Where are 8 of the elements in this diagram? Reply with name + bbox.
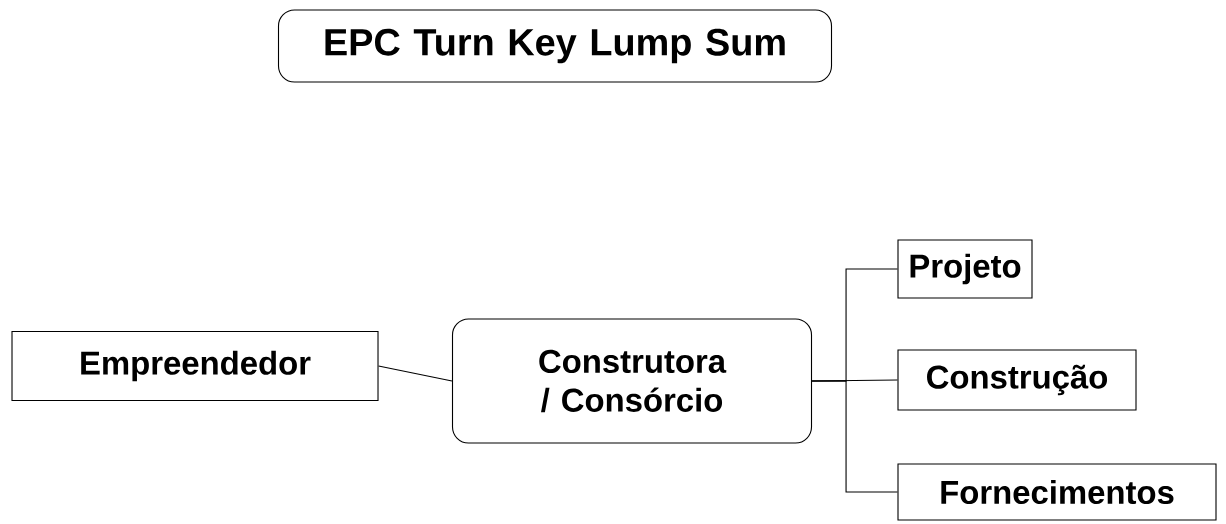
title-box: EPC Turn Key Lump Sum <box>277 9 833 83</box>
process-box: Empreendedor <box>11 330 379 402</box>
process-box: Projeto <box>897 239 1033 299</box>
process-box: Fornecimentos <box>897 463 1217 521</box>
process-box: Construção <box>897 349 1137 411</box>
process-box: Construtora / Consórcio <box>451 318 813 444</box>
connector-line <box>811 380 898 493</box>
connector-line <box>378 365 453 382</box>
